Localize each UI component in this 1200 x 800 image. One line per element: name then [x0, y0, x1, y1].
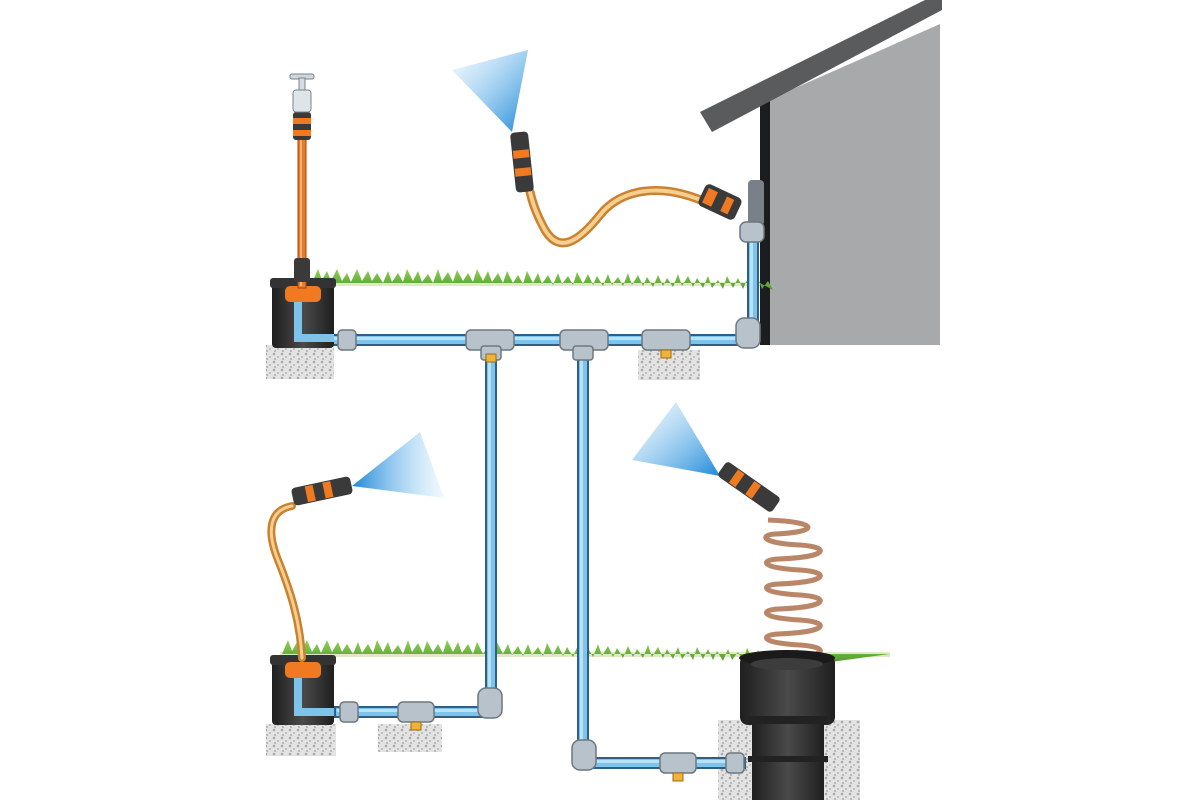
spray-nozzle-lower-left: [291, 432, 444, 506]
water-outlet-box-lower-left: [270, 655, 336, 725]
outlet-coupling-orange: [285, 286, 321, 302]
elbow-house-top: [739, 221, 765, 243]
elbow-house-bottom: [735, 317, 761, 349]
drain-valves: [410, 349, 684, 782]
elbow-lower-left: [477, 687, 503, 719]
house-icon: [700, 0, 942, 345]
retractable-hose-box: [739, 650, 835, 800]
upper-grass: [312, 269, 773, 290]
spray-nozzle-lower-right: [632, 402, 780, 512]
pipe-highlights: [332, 230, 753, 763]
drain-valve-lower-right: [672, 772, 684, 782]
gravel-bed-upper-left: [266, 345, 334, 379]
elbow-lower-right: [571, 739, 597, 771]
drain-valve-lower-left: [410, 721, 422, 731]
fitting-lower-left-outlet: [339, 701, 359, 723]
house-wall: [768, 24, 940, 345]
wall-outlet-plate: [748, 180, 764, 226]
pipe-fittings: [337, 221, 765, 774]
tee-fitting-lower-left: [397, 701, 435, 723]
outlet-box-inner-pipe: [294, 300, 334, 342]
tee-fitting-lower-right: [659, 752, 697, 774]
water-spray-lower-left: [352, 432, 444, 498]
upper-grass-strip: [310, 269, 773, 290]
fitting-lower-right-inlet: [725, 752, 745, 774]
standpipe-coupling-bottom: [294, 258, 310, 282]
spray-nozzle-icon: [291, 50, 780, 512]
tee-fitting-2-down: [572, 345, 594, 361]
gravel-bed-lower-left: [266, 724, 336, 756]
upper-ground-line: [310, 282, 760, 286]
garden-hoses: [267, 186, 717, 662]
faucet-icon: [289, 73, 315, 113]
house-roof: [700, 0, 942, 132]
standpipe-with-tap: [289, 73, 315, 289]
house-wall-trim: [760, 100, 770, 345]
spray-nozzle-top: [452, 50, 534, 193]
drain-valve-tee-1: [485, 353, 497, 363]
outlet-coupling-orange-lower: [285, 662, 321, 678]
tee-fitting-3: [641, 329, 691, 351]
house-hose-connector: [698, 184, 742, 220]
fitting-left-box-outlet: [337, 329, 357, 351]
drain-valve-tee-3: [660, 349, 672, 359]
water-spray-top: [452, 50, 528, 132]
pipe-network: [329, 227, 759, 769]
water-spray-lower-right: [632, 402, 720, 476]
gravel-bed-lower-middle: [378, 724, 442, 752]
